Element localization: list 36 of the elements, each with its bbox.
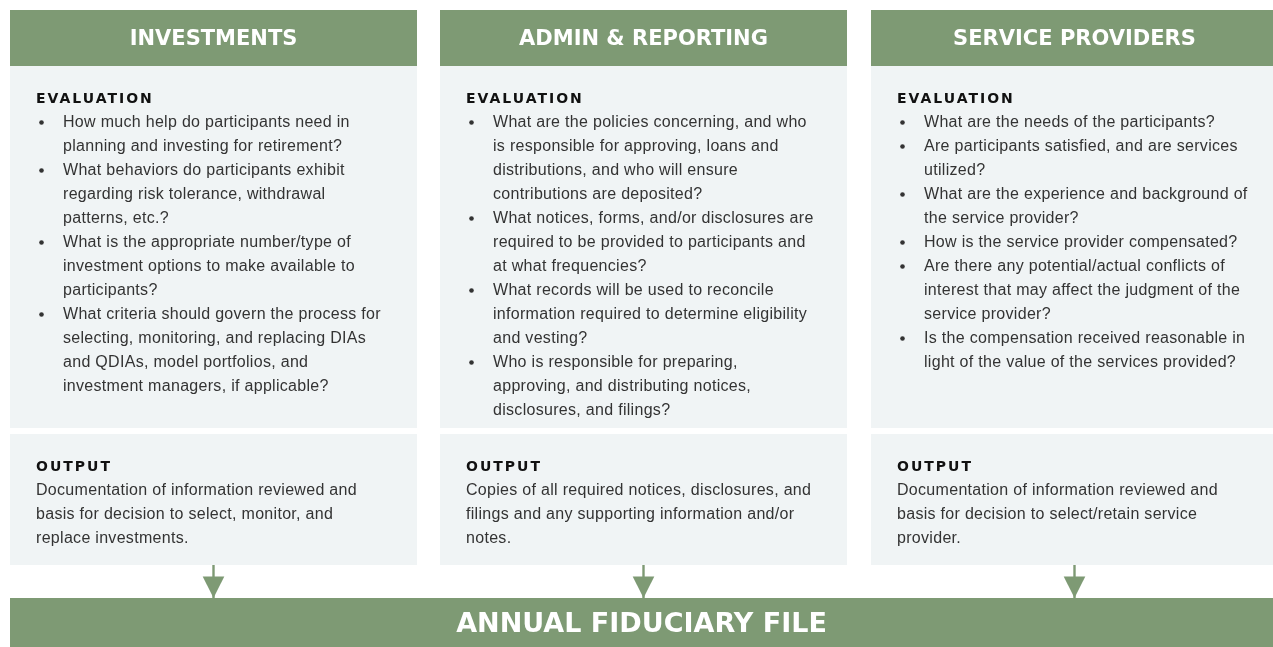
bullet-text: What are the experience and background of the service provider? (924, 184, 1248, 228)
column-header: INVESTMENTS (10, 10, 417, 66)
bullet-text: What are the needs of the participants? (924, 112, 1216, 132)
section-heading: OUTPUT (466, 457, 542, 476)
body-text: Documentation of information reviewed and basis for decision to select/retain service provider. (897, 480, 1219, 548)
bullet-text: Are there any potential/actual conflicts of interest that may affect the judgment of the service provider? (924, 256, 1242, 324)
bullet-text: Are participants satisfied, and are services utilized? (924, 136, 1239, 180)
bullet-text: What is the appropriate number/type of investment options to make available to participants? (63, 232, 356, 300)
bullet-text: What records will be used to reconcile information required to determine eligibility and vesting? (493, 280, 809, 348)
arrow (202, 565, 225, 598)
evaluation-panel (10, 66, 417, 428)
body-text: Copies of all required notices, disclosures, and filings and any supporting information and/or notes. (466, 480, 813, 548)
section-heading: EVALUATION (36, 89, 154, 108)
section-heading: EVALUATION (466, 89, 584, 108)
bullet-text: How much help do participants need in planning and investing for retirement? (63, 112, 351, 156)
section-heading: OUTPUT (897, 457, 973, 476)
arrow (632, 565, 655, 598)
bullet-text: What behaviors do participants exhibit regarding risk tolerance, withdrawal patterns, etc.? (63, 160, 346, 228)
section-heading: OUTPUT (36, 457, 112, 476)
banner: ANNUAL FIDUCIARY FILE (10, 598, 1273, 647)
bullet-text: Who is responsible for preparing, approving, and distributing notices, disclosures, and filings? (493, 352, 753, 420)
bullet-text: Is the compensation received reasonable in light of the value of the services provided? (924, 328, 1247, 372)
column-header: SERVICE PROVIDERS (871, 10, 1273, 66)
bullet-text: What are the policies concerning, and who is responsible for approving, loans and distributions, and who will ensure contributions are deposited? (493, 112, 808, 204)
evaluation-panel (440, 66, 847, 428)
output-panel (871, 434, 1273, 565)
output-panel (10, 434, 417, 565)
arrow (1063, 565, 1086, 598)
evaluation-panel (871, 66, 1273, 428)
bullet-text: What criteria should govern the process for selecting, monitoring, and replacing DIAs and QDIAs, model portfolios, and investment managers, if applicable? (63, 304, 382, 396)
column-header: ADMIN & REPORTING (440, 10, 847, 66)
bullet-text: How is the service provider compensated? (924, 232, 1239, 252)
output-panel (440, 434, 847, 565)
section-heading: EVALUATION (897, 89, 1015, 108)
body-text: Documentation of information reviewed and basis for decision to select, monitor, and replace investments. (36, 480, 358, 548)
bullet-text: What notices, forms, and/or disclosures are required to be provided to participants and at what frequencies? (493, 208, 815, 276)
